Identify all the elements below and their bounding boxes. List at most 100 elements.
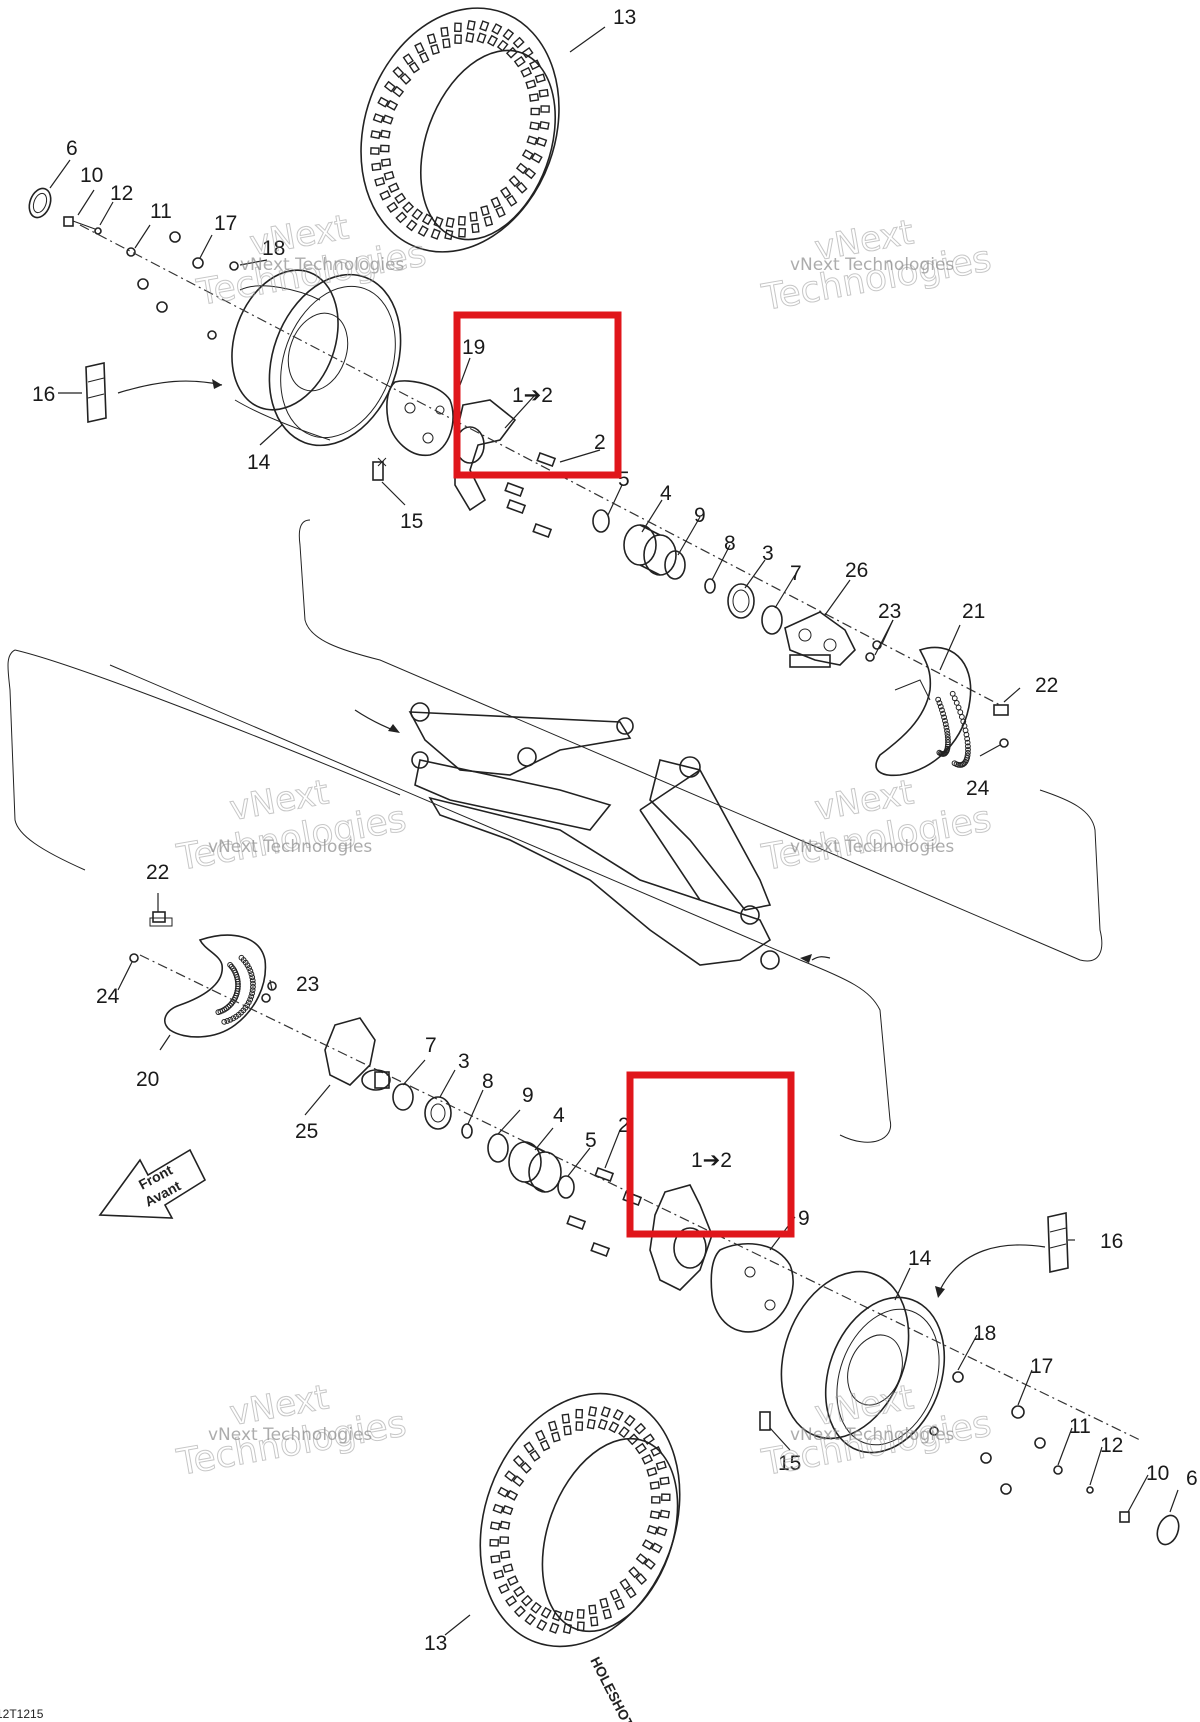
disc-vent-hole <box>230 1015 237 1022</box>
watermarks: vNext Technologies vNext Technologies vN… <box>173 207 995 1485</box>
disc-vent-hole <box>226 1002 233 1009</box>
watermark-small-1: vNext <box>208 837 258 857</box>
tread-block <box>372 113 385 124</box>
tread-block <box>502 1563 514 1574</box>
tread-block <box>491 23 503 35</box>
callout-8-top: 8 <box>724 532 736 555</box>
tread-block <box>519 1461 532 1474</box>
highlight-box-bottom[interactable]: 1➔2 <box>626 1071 795 1238</box>
bottom-bearing-stack <box>392 1083 575 1199</box>
disc-vent-hole <box>944 727 950 734</box>
tread-block <box>493 1569 505 1580</box>
callout-6-bottom: 6 <box>1186 1467 1198 1490</box>
disc-vent-hole <box>943 724 950 731</box>
callout-13-top: 13 <box>613 6 636 29</box>
tread-block <box>408 61 420 74</box>
tread-block <box>433 216 444 228</box>
watermark-small-1: vNext <box>790 255 840 275</box>
figure-code: 12T1215 <box>0 1707 44 1721</box>
tread-block <box>524 167 537 180</box>
callout-2-top: 2 <box>594 431 606 454</box>
tread-block <box>489 1538 500 1547</box>
tread-block <box>525 79 537 90</box>
lower-a-arm <box>428 756 780 970</box>
callout-26-top: 26 <box>845 559 868 582</box>
tread-block <box>623 1414 636 1427</box>
watermark-small-2: Technologies <box>294 255 404 275</box>
tread-block <box>421 213 434 226</box>
top-bolts <box>504 451 557 539</box>
tread-block <box>646 1466 658 1477</box>
watermark-small: vNext Technologies <box>208 1425 372 1445</box>
watermark-small-2: Technologies <box>844 1425 954 1445</box>
disc-vent-hole <box>249 987 256 994</box>
highlight-box-top[interactable]: 1➔2 <box>453 311 622 479</box>
tread-block <box>414 42 425 54</box>
callout-10-top: 10 <box>80 164 103 187</box>
a-arm-outline <box>7 519 1103 1143</box>
watermark-small-2: Technologies <box>844 255 954 275</box>
disc-vent-hole <box>215 1009 222 1016</box>
tread-block <box>513 1585 526 1598</box>
top-caliper <box>784 611 856 668</box>
tread-block <box>520 66 533 78</box>
tread-block <box>505 46 518 59</box>
tread-block <box>634 1422 647 1435</box>
callout-12-top: 12 <box>110 182 133 205</box>
disc-vent-hole <box>951 760 958 767</box>
tread-block <box>395 211 408 224</box>
disc-vent-hole <box>935 696 942 703</box>
disc-vent-hole <box>249 990 255 997</box>
tread-block <box>534 73 546 84</box>
disc-vent-hole <box>945 741 951 748</box>
tread-block <box>562 1623 572 1634</box>
tread-block <box>512 36 525 49</box>
watermark-small-1: vNext <box>240 255 290 275</box>
callout-15-bottom: 15 <box>778 1452 801 1475</box>
tread-block <box>502 1505 514 1516</box>
tread-block <box>529 59 541 71</box>
tread-block <box>634 1442 647 1455</box>
tread-block <box>499 1520 511 1530</box>
disc-vent-hole <box>247 968 254 974</box>
bottom-hub-parts <box>929 1371 1180 1546</box>
watermark-small: vNext Technologies <box>790 837 954 857</box>
callout-23-bottom: 23 <box>296 973 319 996</box>
tread-block <box>496 39 509 52</box>
tread-block <box>650 1446 662 1457</box>
disc-vent-hole <box>941 714 947 721</box>
tread-block <box>382 114 394 125</box>
watermark-small-1: vNext <box>790 1425 840 1445</box>
tread-block <box>506 194 518 207</box>
callout-16-bottom: 16 <box>1100 1230 1123 1253</box>
callout-4-top: 4 <box>660 482 672 505</box>
tread-block <box>588 1406 598 1417</box>
callout-9-top: 9 <box>694 504 706 527</box>
disc-vent-hole <box>248 993 255 1000</box>
bottom-tire: HOLESHOT <box>479 1392 681 1722</box>
tread-block <box>515 162 528 175</box>
disc-vent-hole <box>957 709 964 716</box>
tread-block <box>465 32 475 43</box>
disc-vent-hole <box>964 749 971 756</box>
callout-5-top: 5 <box>618 468 630 491</box>
tread-block <box>402 53 414 66</box>
top-knuckle-assembly <box>372 380 517 512</box>
tread-block <box>641 1454 654 1465</box>
disc-vent-hole <box>963 731 970 738</box>
tread-block <box>402 201 415 214</box>
tread-block <box>526 135 538 146</box>
tread-block <box>502 28 515 41</box>
callout-9-knuckle-bottom: 9 <box>798 1207 810 1230</box>
tread-block <box>506 1575 519 1586</box>
bottom-knuckle <box>649 1184 794 1333</box>
tread-block <box>379 144 390 153</box>
tread-block <box>444 229 454 241</box>
disc-vent-hole <box>249 974 256 981</box>
callout-7-top: 7 <box>790 562 802 585</box>
callout-13-bottom: 13 <box>424 1632 447 1655</box>
tread-block <box>392 66 405 79</box>
tread-block <box>635 1573 648 1585</box>
tread-block <box>609 1588 621 1601</box>
tread-block <box>643 1558 656 1570</box>
